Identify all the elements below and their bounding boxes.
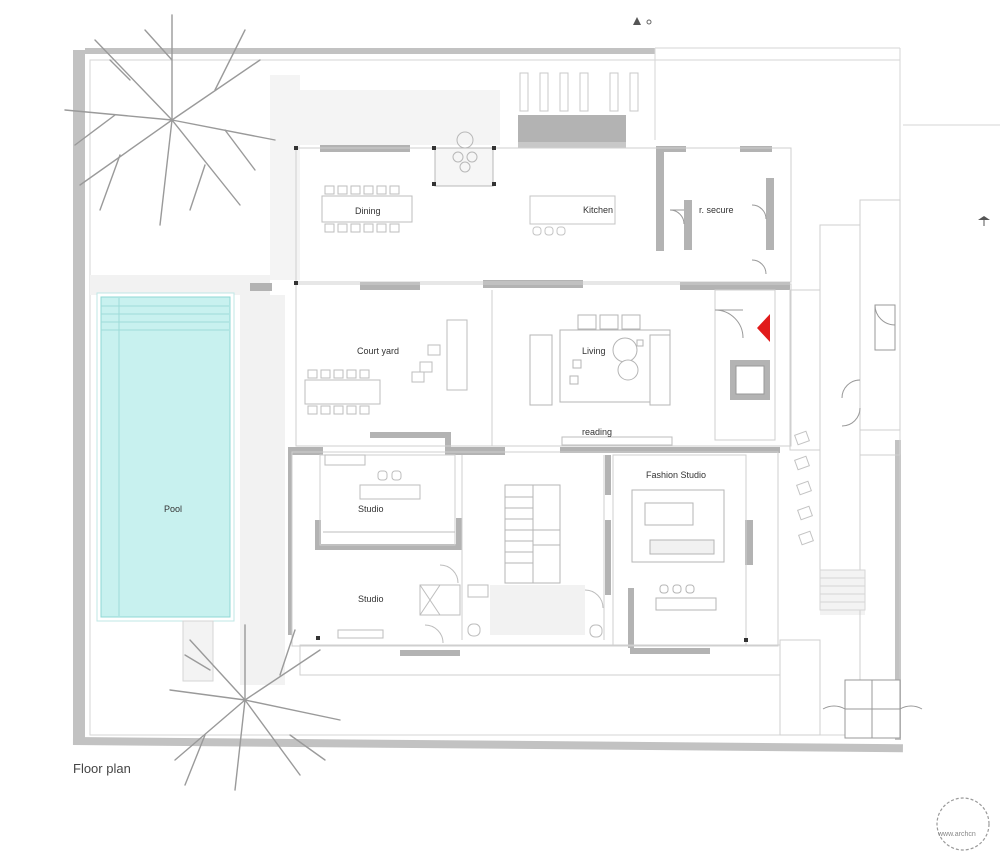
room-label-courtyard: Court yard (357, 346, 399, 356)
round-table (434, 131, 494, 187)
stairs (504, 484, 561, 584)
secure-room-door (669, 204, 767, 275)
room-label-studio-lower: Studio (358, 594, 384, 604)
studio-upper-furniture (323, 454, 459, 584)
ramp-hatch (819, 569, 866, 611)
tree-north-west (64, 14, 276, 226)
room-label-fashion: Fashion Studio (646, 470, 706, 480)
north-marker (633, 17, 990, 226)
gate-doors (822, 304, 923, 739)
stepping-stones (794, 430, 814, 546)
room-label-kitchen: Kitchen (583, 205, 613, 215)
courtyard-furniture (304, 319, 468, 415)
entry-arrow (757, 314, 770, 342)
studio-lower-furniture (337, 584, 604, 644)
reading-desk (561, 436, 673, 446)
parking-bays (519, 72, 639, 112)
room-label-living: Living (582, 346, 606, 356)
site-boundary (72, 48, 903, 753)
room-label-reading: reading (582, 427, 612, 437)
dining-table (321, 185, 413, 233)
kitchen-island (529, 195, 616, 236)
watermark-logo: www.archcn (936, 797, 990, 851)
watermark-text: www.archcn (937, 831, 976, 838)
plan-title: Floor plan (73, 761, 131, 776)
pool (96, 292, 235, 682)
fashion-studio-furniture (631, 489, 725, 611)
room-label-secure: r. secure (699, 205, 734, 215)
room-label-studio-upper: Studio (358, 504, 384, 514)
room-label-pool: Pool (164, 504, 182, 514)
room-label-dining: Dining (355, 206, 381, 216)
living-furniture (529, 314, 671, 406)
columns (294, 146, 748, 642)
lift-core (714, 309, 770, 400)
tree-south-west (169, 624, 341, 791)
